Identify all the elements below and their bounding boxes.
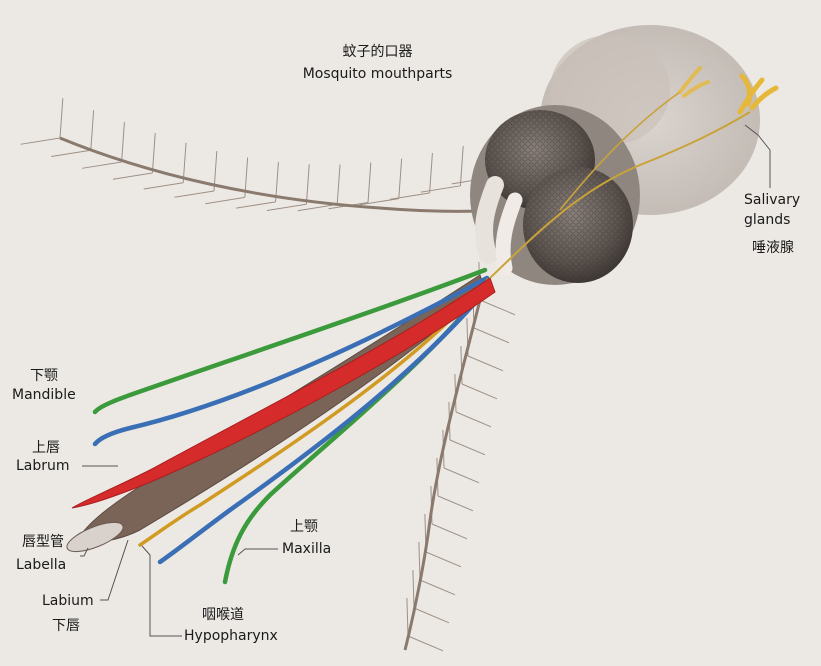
- labium-label-zh: 下唇: [52, 618, 80, 634]
- antenna-hair: [205, 196, 245, 205]
- salivary-label-en-1: Salivary: [744, 192, 801, 208]
- antenna-hair: [413, 607, 450, 624]
- labrum-label-en: Labrum: [16, 458, 70, 474]
- antenna-hair: [424, 514, 427, 553]
- title-zh: 蚊子的口器: [342, 44, 413, 60]
- labrum-label-zh: 上唇: [32, 440, 60, 456]
- antenna-hair: [59, 98, 64, 139]
- antenna-hair: [461, 383, 498, 400]
- hypopharynx-stylet: [138, 278, 490, 547]
- mandible-label-zh: 下颚: [30, 368, 58, 384]
- antenna-hair: [449, 439, 486, 456]
- antenna-hair: [419, 579, 456, 596]
- antenna-hair: [20, 137, 61, 145]
- antenna-hair: [459, 145, 464, 186]
- antenna-hair: [143, 182, 184, 190]
- antenna-hair: [51, 149, 91, 158]
- antenna-hair: [236, 201, 276, 209]
- antenna-upper: [20, 98, 501, 213]
- antenna-hair: [174, 190, 215, 198]
- mouthparts: [66, 267, 496, 585]
- antenna-hair: [305, 164, 310, 205]
- title-en: Mosquito mouthparts: [302, 66, 453, 82]
- antenna-hair: [460, 346, 463, 385]
- leader-salivary: [744, 124, 771, 188]
- antenna-hair: [121, 122, 125, 163]
- antenna-hair: [412, 570, 415, 609]
- antenna-hair: [406, 598, 409, 637]
- maxilla-label-en: Maxilla: [282, 541, 332, 557]
- antenna-hair: [418, 542, 421, 581]
- mandible-label-en: Mandible: [12, 387, 76, 403]
- leader-maxilla: [237, 548, 278, 556]
- labella-label-en: Labella: [16, 557, 67, 573]
- antenna-hair: [336, 164, 341, 205]
- maxilla-upper-stylet: [92, 267, 488, 415]
- antenna-hair: [431, 523, 468, 540]
- salivary-label-en-2: glands: [744, 212, 791, 228]
- antenna-hair: [407, 635, 444, 652]
- antenna-hair: [429, 153, 433, 193]
- leader-hypopharynx: [141, 545, 182, 637]
- labella-label-zh: 唇型管: [22, 534, 64, 550]
- antenna-hair: [266, 203, 307, 211]
- antenna-hair: [112, 172, 153, 180]
- maxilla-label-zh: 上颚: [290, 519, 318, 535]
- antenna-hair: [90, 110, 95, 151]
- antenna-hair: [473, 327, 510, 344]
- antenna-hair: [479, 299, 516, 316]
- antenna-hair: [443, 467, 480, 484]
- antenna-hair: [390, 192, 430, 200]
- antenna-hair: [244, 157, 249, 198]
- antenna-hair: [297, 203, 338, 212]
- leader-labium: [100, 539, 129, 601]
- antenna-hair: [213, 151, 218, 192]
- antenna-hair: [151, 133, 156, 174]
- antenna-hair: [442, 430, 445, 469]
- labrum-stylet: [71, 277, 496, 509]
- hypopharynx-label-zh: 咽喉道: [202, 607, 244, 623]
- antenna-hair: [420, 185, 461, 193]
- antenna-hair: [425, 551, 462, 568]
- antenna-hair: [467, 355, 504, 372]
- antenna-hair: [359, 198, 399, 206]
- antenna-hair: [454, 374, 457, 413]
- salivary-glands: [489, 66, 779, 279]
- antenna-hair: [398, 158, 403, 199]
- leader-lines: [80, 124, 771, 637]
- labella-tip: [66, 521, 124, 553]
- antenna-hair: [328, 201, 369, 210]
- labium-label-en: Labium: [42, 593, 94, 609]
- hypopharynx-label-en: Hypopharynx: [184, 628, 278, 644]
- antenna-hair: [430, 486, 433, 525]
- antenna-hair: [275, 161, 279, 202]
- antenna-hair: [436, 458, 439, 497]
- leader-labella: [80, 547, 89, 557]
- mandible-lower-stylet: [157, 287, 489, 565]
- antenna-hair: [367, 162, 372, 203]
- antenna-lower: [403, 262, 516, 652]
- salivary-label-zh: 唾液腺: [752, 240, 794, 256]
- antenna-hair: [448, 402, 451, 441]
- antenna-hair: [455, 411, 492, 428]
- antenna-hair: [466, 318, 469, 357]
- antenna-hair: [82, 161, 122, 169]
- mandible-upper-stylet: [92, 275, 490, 447]
- antenna-hair: [437, 495, 474, 512]
- head: [470, 105, 640, 285]
- antenna-hair: [182, 142, 187, 183]
